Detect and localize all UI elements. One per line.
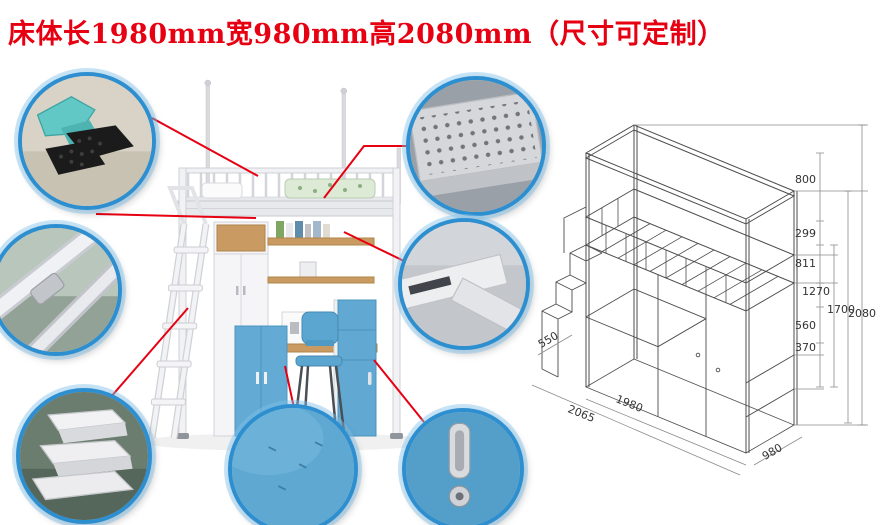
panel-surface-photo <box>232 408 354 525</box>
door-handle-photo <box>406 412 520 525</box>
callout-tube-frame <box>0 224 122 356</box>
callout-perforated-panel <box>406 76 546 216</box>
ladder <box>148 186 210 439</box>
callout-frame-corner <box>398 218 530 350</box>
dim-560: 560 <box>795 319 816 332</box>
bed-platform <box>177 200 401 217</box>
frame-corner-photo <box>402 222 526 346</box>
spec-title: 床体长1980mm宽980mm高2080mm（尺寸可定制） <box>8 19 725 50</box>
plastic-foot-photo <box>22 76 152 206</box>
dim-1980: 1980 <box>614 392 645 415</box>
dim-800: 800 <box>795 173 816 186</box>
dim-2065: 2065 <box>566 402 597 425</box>
iso-ladder <box>541 206 603 378</box>
dim-2080: 2080 <box>848 307 876 320</box>
callout-panel-surface <box>228 404 358 525</box>
callout-door-handle <box>402 408 524 525</box>
dim-980: 980 <box>760 441 785 463</box>
dim-299: 299 <box>795 227 816 240</box>
wall-shelf <box>267 221 375 284</box>
dimension-drawing: 800 299 811 1270 1700 2080 560 370 550 2… <box>528 55 878 495</box>
iso-cabinet <box>585 275 795 437</box>
dim-811: 811 <box>795 257 816 270</box>
dimension-lines <box>531 124 868 476</box>
callout-plastic-foot <box>18 72 156 210</box>
callout-ladder-steps <box>16 388 152 524</box>
dim-1270: 1270 <box>802 285 830 298</box>
perforated-panel-photo <box>410 80 542 212</box>
dim-1700: 1700 <box>827 303 855 316</box>
dim-550: 550 <box>536 329 561 351</box>
dim-370: 370 <box>795 341 816 354</box>
tube-frame-photo <box>0 228 118 352</box>
ladder-steps-photo <box>20 392 148 520</box>
chair <box>292 311 346 433</box>
side-cabinet <box>333 299 377 437</box>
